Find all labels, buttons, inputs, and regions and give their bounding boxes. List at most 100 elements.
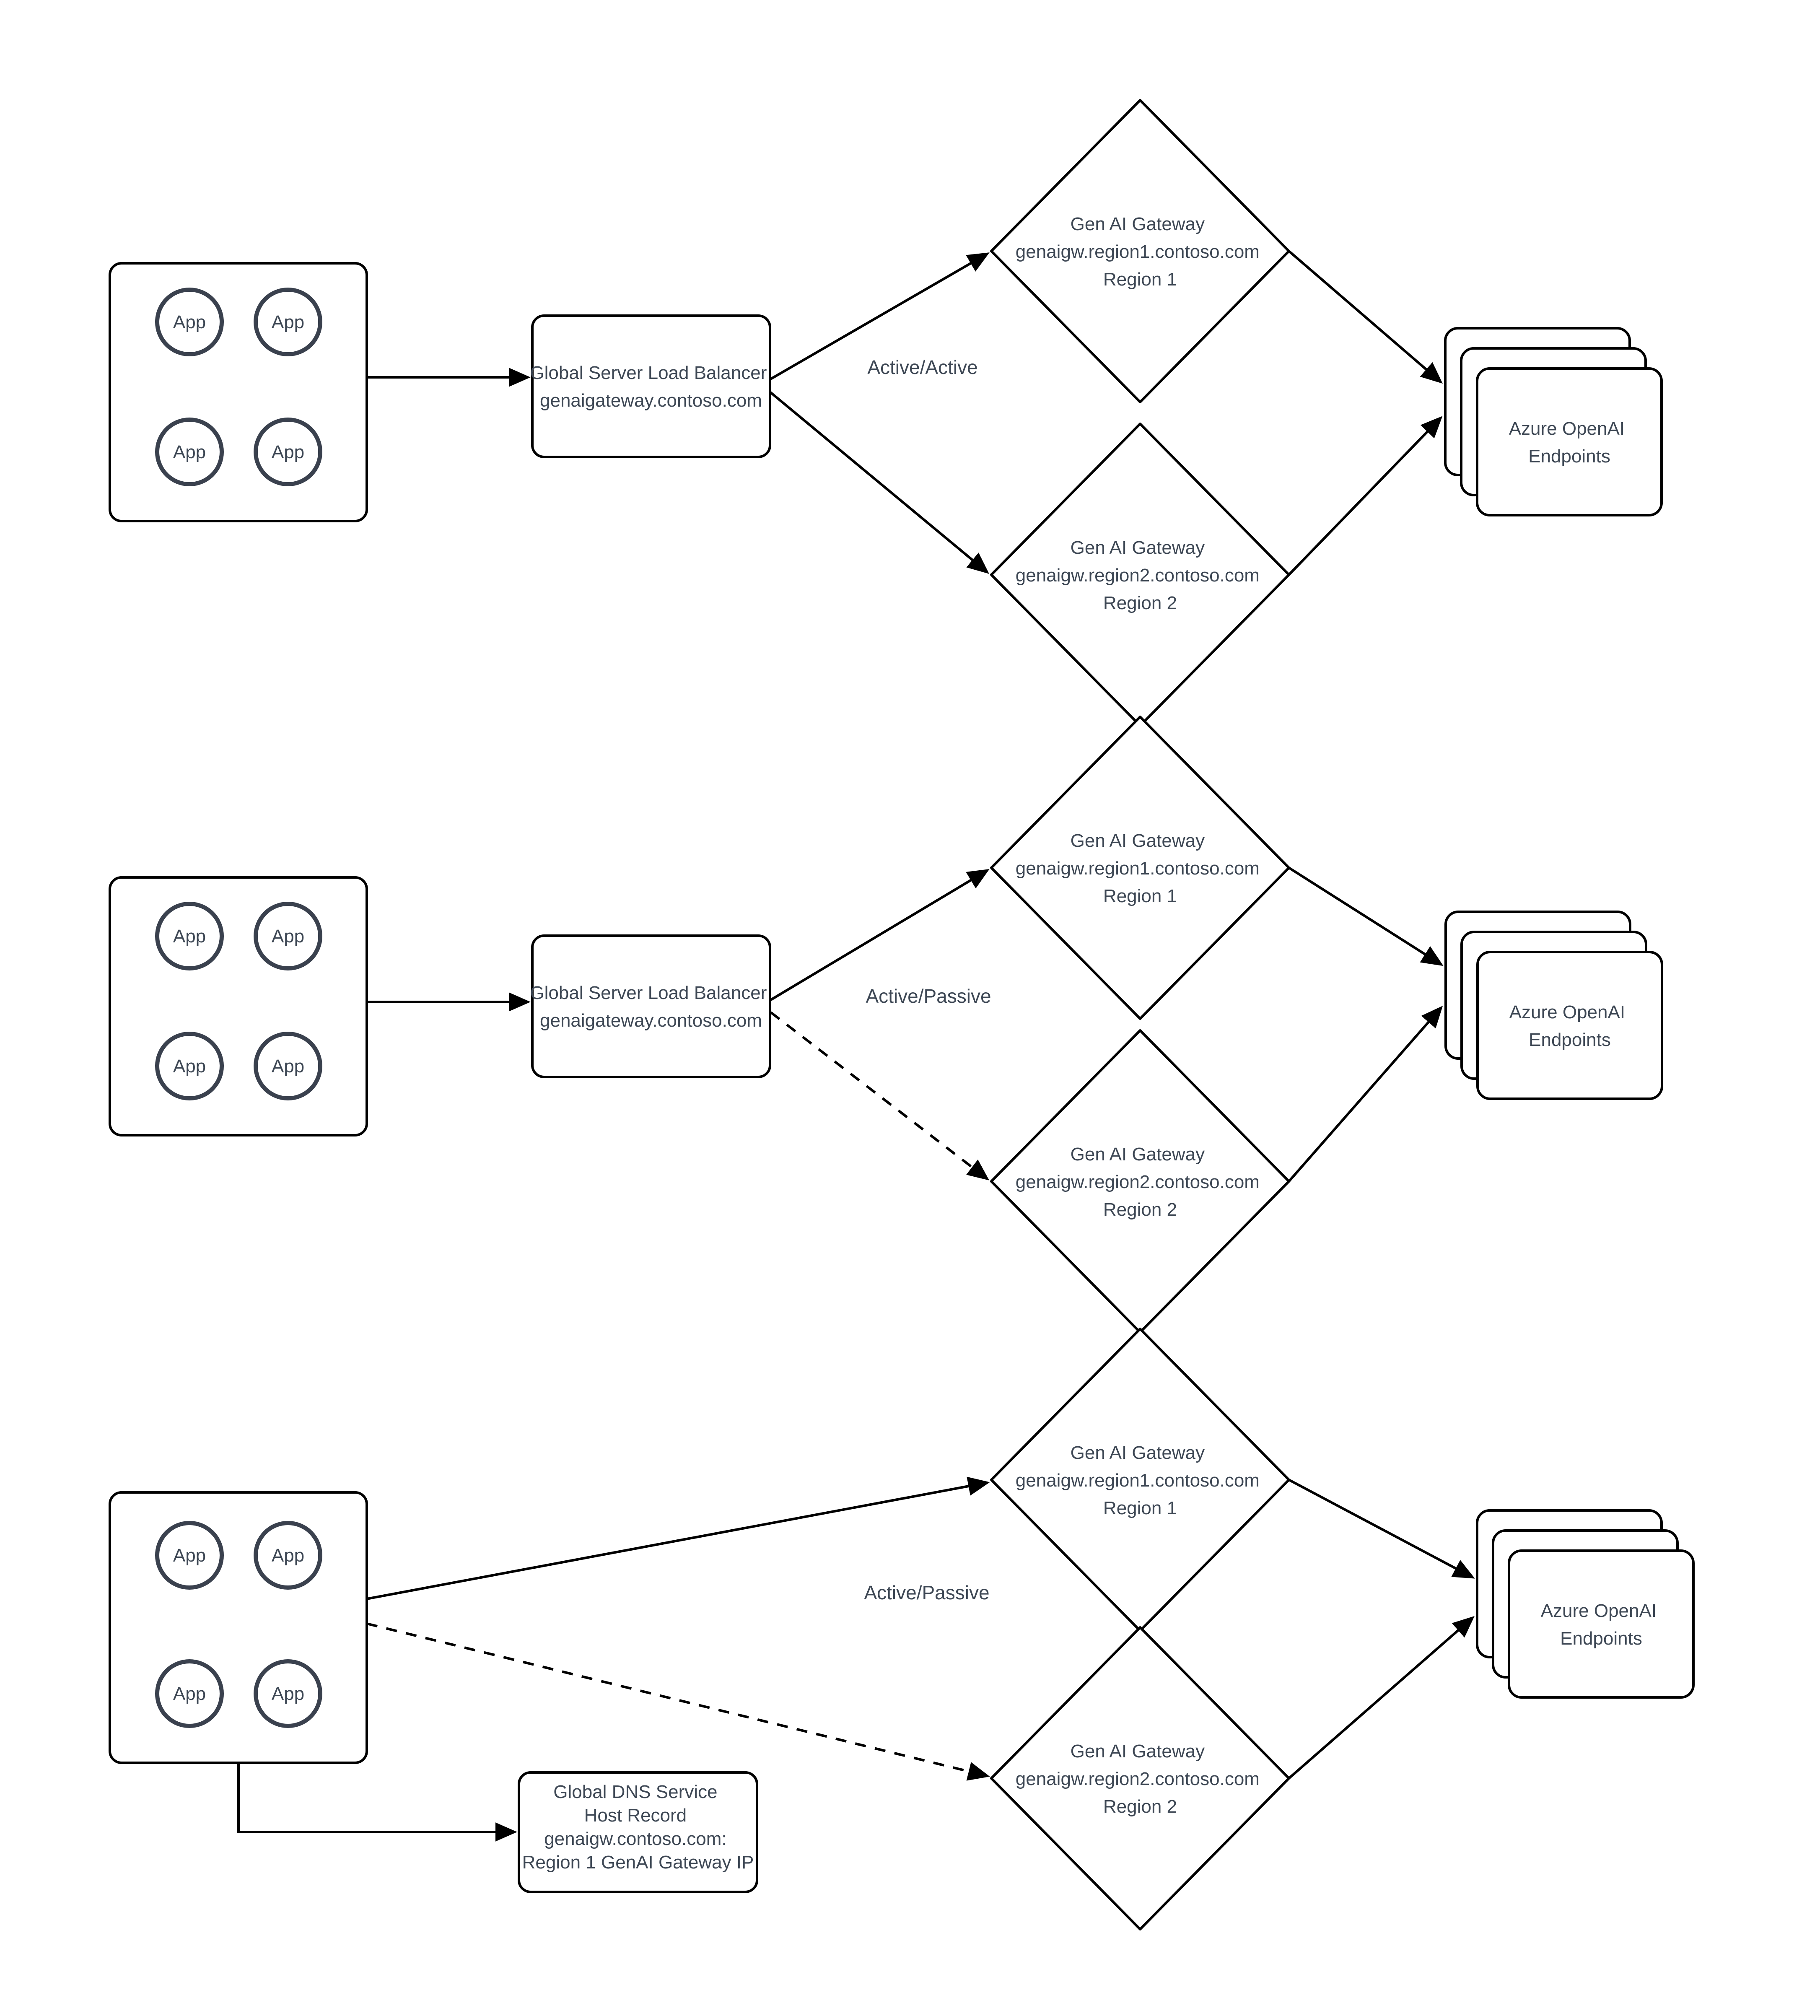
endpoints-label: Azure OpenAI Endpoints bbox=[1509, 418, 1630, 467]
flow-mode-label: Active/Active bbox=[867, 356, 977, 378]
app-label: App bbox=[173, 312, 206, 332]
gateway-label-line: genaigw.region1.contoso.com bbox=[1016, 858, 1260, 879]
endpoints-label-line: Endpoints bbox=[1528, 446, 1610, 467]
gateway-label-line: genaigw.region2.contoso.com bbox=[1016, 565, 1260, 586]
app-circle bbox=[155, 1032, 224, 1100]
app-label: App bbox=[173, 926, 206, 947]
arrow-gslb-to-region1 bbox=[770, 869, 990, 1001]
gateway-label-line: genaigw.region2.contoso.com bbox=[1016, 1172, 1260, 1192]
arrow-apps-to-region1 bbox=[366, 1476, 990, 1600]
endpoints-card-front bbox=[1476, 367, 1663, 516]
endpoints-label: Azure OpenAI Endpoints bbox=[1509, 1002, 1631, 1050]
gslb-box bbox=[531, 934, 771, 1078]
arrow-gslb-to-region2 bbox=[769, 391, 990, 574]
arrow-gslb-to-region1 bbox=[769, 252, 990, 381]
gslb-box bbox=[531, 314, 771, 458]
endpoints-label-line: Endpoints bbox=[1560, 1628, 1642, 1649]
gateway-label-line: genaigw.region1.contoso.com bbox=[1016, 241, 1260, 262]
arrow-apps-to-dns bbox=[237, 1763, 517, 1842]
arrow-region1-to-endpoints bbox=[1288, 1479, 1475, 1579]
gateway-label-line: Region 2 bbox=[1103, 1796, 1177, 1817]
gateway-label-line: Gen AI Gateway bbox=[1071, 1741, 1205, 1762]
app-circle bbox=[155, 1659, 224, 1728]
gateway-label-line: Gen AI Gateway bbox=[1071, 537, 1205, 558]
endpoints-label-line: Azure OpenAI bbox=[1509, 1002, 1625, 1022]
dns-record-line: Host Record bbox=[584, 1805, 687, 1826]
gateway-region2-label: Gen AI Gateway genaigw.region2.contoso.c… bbox=[1016, 1144, 1265, 1220]
app-label: App bbox=[173, 1545, 206, 1566]
endpoints-label-line: Azure OpenAI bbox=[1509, 418, 1625, 439]
app-circle bbox=[254, 288, 322, 356]
app-label: App bbox=[272, 1545, 304, 1566]
arrow-gslb-to-region2-dashed bbox=[770, 1011, 990, 1181]
app-label: App bbox=[272, 442, 304, 462]
app-label: App bbox=[173, 1056, 206, 1077]
app-cluster-box bbox=[109, 1491, 368, 1764]
gateway-region1-label: Gen AI Gateway genaigw.region1.contoso.c… bbox=[1016, 830, 1265, 906]
endpoints-card-front bbox=[1476, 951, 1663, 1100]
gslb-label: Global Server Load Balancer genaigateway… bbox=[530, 363, 772, 411]
gslb-label: Global Server Load Balancer genaigateway… bbox=[530, 983, 772, 1031]
gateway-label-line: Gen AI Gateway bbox=[1071, 1144, 1205, 1165]
dns-record-line: Region 1 GenAI Gateway IP bbox=[522, 1852, 754, 1873]
app-label: App bbox=[173, 442, 206, 462]
dns-record-line: Global DNS Service bbox=[553, 1782, 717, 1802]
endpoints-label-line: Azure OpenAI bbox=[1541, 1601, 1657, 1621]
gateway-region1-label: Gen AI Gateway genaigw.region1.contoso.c… bbox=[1016, 1443, 1265, 1518]
endpoints-label-line: Endpoints bbox=[1529, 1030, 1611, 1050]
endpoints-label: Azure OpenAI Endpoints bbox=[1541, 1601, 1662, 1649]
gateway-label-line: Region 1 bbox=[1103, 269, 1177, 290]
gateway-label-line: Region 2 bbox=[1103, 593, 1177, 613]
app-circle bbox=[254, 418, 322, 486]
arrow-apps-to-region2-dashed bbox=[366, 1622, 990, 1781]
gslb-label-line: genaigateway.contoso.com bbox=[540, 1010, 762, 1031]
gslb-label-line: Global Server Load Balancer bbox=[530, 983, 767, 1003]
app-circle bbox=[254, 1521, 322, 1590]
flow-mode-label: Active/Passive bbox=[866, 985, 991, 1007]
app-circle bbox=[155, 1521, 224, 1590]
flow-mode-label: Active/Passive bbox=[864, 1582, 989, 1603]
app-label: App bbox=[272, 1056, 304, 1077]
app-label: App bbox=[272, 926, 304, 947]
app-circle bbox=[155, 902, 224, 970]
app-cluster-box bbox=[109, 262, 368, 522]
gateway-region1-diamond bbox=[990, 716, 1290, 1020]
arrow-region2-to-endpoints bbox=[1288, 1006, 1443, 1182]
gateway-label-line: Region 2 bbox=[1103, 1199, 1177, 1220]
gateway-label-line: Gen AI Gateway bbox=[1071, 214, 1205, 234]
gateway-label-line: genaigw.region2.contoso.com bbox=[1016, 1769, 1260, 1789]
gateway-region2-label: Gen AI Gateway genaigw.region2.contoso.c… bbox=[1016, 1741, 1265, 1817]
gateway-region2-label: Gen AI Gateway genaigw.region2.contoso.c… bbox=[1016, 537, 1265, 613]
dns-record-label: Global DNS Service Host Record genaigw.c… bbox=[522, 1782, 754, 1873]
endpoints-card-front bbox=[1508, 1549, 1695, 1699]
gslb-label-line: Global Server Load Balancer bbox=[530, 363, 767, 383]
app-label: App bbox=[272, 312, 304, 332]
app-circle bbox=[155, 418, 224, 486]
dns-record-line: genaigw.contoso.com: bbox=[544, 1829, 726, 1849]
section-active-passive-gslb: App App App App Global Server Load Balan… bbox=[109, 716, 1663, 1334]
gateway-region2-diamond bbox=[990, 1626, 1290, 1930]
gateway-label-line: Region 1 bbox=[1103, 886, 1177, 906]
arrow-region1-to-endpoints bbox=[1288, 867, 1444, 966]
gateway-label-line: Region 1 bbox=[1103, 1498, 1177, 1518]
gateway-label-line: Gen AI Gateway bbox=[1071, 830, 1205, 851]
app-circle bbox=[254, 1659, 322, 1728]
app-circle bbox=[254, 1032, 322, 1100]
gateway-region1-label: Gen AI Gateway genaigw.region1.contoso.c… bbox=[1016, 214, 1265, 290]
arrow-region1-to-endpoints bbox=[1288, 250, 1443, 384]
app-label: App bbox=[272, 1684, 304, 1704]
app-circle bbox=[155, 288, 224, 356]
arrow-region2-to-endpoints bbox=[1288, 1616, 1475, 1780]
gateway-label-line: Gen AI Gateway bbox=[1071, 1443, 1205, 1463]
gateway-region1-diamond bbox=[990, 99, 1290, 403]
arrow-region2-to-endpoints bbox=[1288, 416, 1443, 576]
gateway-label-line: genaigw.region1.contoso.com bbox=[1016, 1470, 1260, 1491]
app-label: App bbox=[173, 1684, 206, 1704]
app-cluster-box bbox=[109, 876, 368, 1136]
app-circle bbox=[254, 902, 322, 970]
dns-record-box bbox=[518, 1771, 758, 1893]
section-active-passive-dns: App App App App Active/Passive Gen AI Ga… bbox=[109, 1328, 1695, 1930]
gslb-label-line: genaigateway.contoso.com bbox=[540, 390, 762, 411]
section-active-active: App App App App Global Server Load Balan… bbox=[109, 99, 1663, 727]
